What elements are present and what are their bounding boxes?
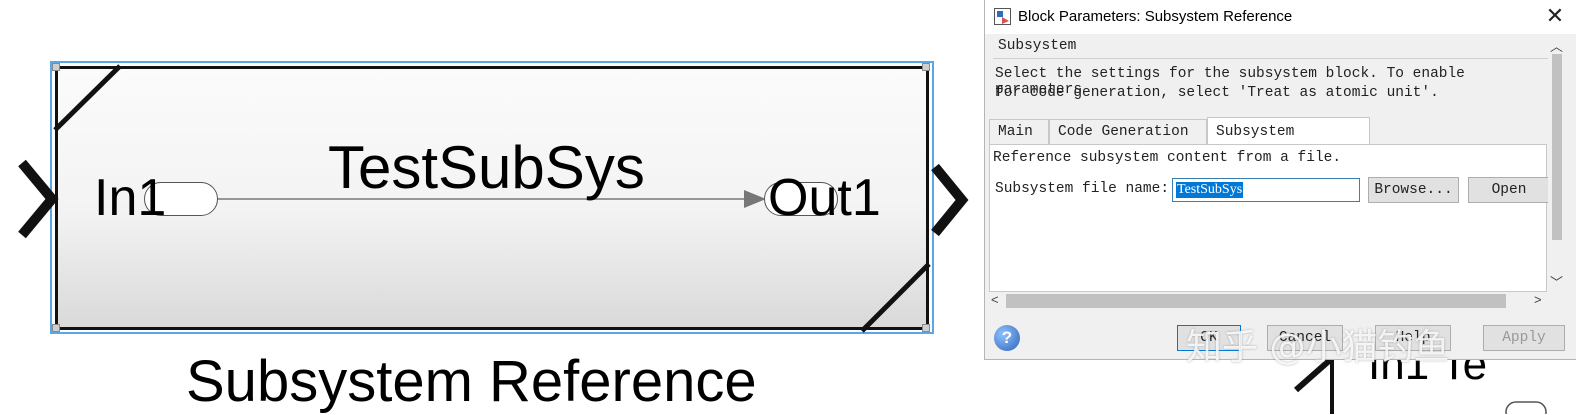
block-caption[interactable]: Subsystem Reference (186, 349, 757, 414)
ok-button[interactable]: OK (1177, 325, 1241, 351)
file-name-value: TestSubSys (1176, 182, 1244, 198)
outport-block[interactable] (764, 182, 838, 216)
dialog-titlebar[interactable]: Block Parameters: Subsystem Reference ✕ (985, 0, 1576, 34)
description-box: Select the settings for the subsystem bl… (993, 58, 1549, 109)
resize-handle-tl[interactable] (52, 63, 60, 71)
apply-button[interactable]: Apply (1483, 325, 1565, 351)
tab-code-generation[interactable]: Code Generation (1049, 119, 1207, 144)
resize-handle-bl[interactable] (52, 324, 60, 332)
description-line-2: for code generation, select 'Treat as at… (995, 85, 1439, 101)
scroll-left-icon[interactable]: < (991, 292, 999, 307)
outport-label: Out1 (768, 169, 881, 227)
vertical-scrollbar[interactable]: ︿ ﹀ (1548, 34, 1565, 292)
background-port-pill (1505, 401, 1547, 414)
vertical-scroll-thumb[interactable] (1552, 54, 1562, 240)
watermark-text: 知乎 @小猫钓鱼 (1186, 327, 1450, 368)
inport-label: In1 (94, 169, 167, 227)
file-name-input[interactable]: TestSubSys (1172, 178, 1360, 202)
help-button[interactable]: Help (1375, 325, 1451, 351)
block-parameters-dialog: Block Parameters: Subsystem Reference ✕ … (984, 0, 1576, 360)
close-icon[interactable]: ✕ (1545, 3, 1565, 28)
scroll-up-icon[interactable]: ︿ (1550, 39, 1564, 54)
reference-description: Reference subsystem content from a file. (993, 150, 1342, 166)
description-line-1: Select the settings for the subsystem bl… (995, 66, 1465, 98)
input-port-chevron[interactable] (18, 159, 59, 239)
dialog-title: Block Parameters: Subsystem Reference (1018, 8, 1293, 25)
signal-arrowhead (744, 190, 766, 208)
group-title: Subsystem (998, 38, 1077, 54)
horizontal-scrollbar[interactable]: < > (989, 292, 1547, 310)
background-block-chevron (1294, 357, 1332, 393)
block-title: TestSubSys (328, 134, 645, 201)
tab-subsystem-reference[interactable]: Subsystem Reference (1207, 117, 1370, 168)
help-icon[interactable]: ? (994, 325, 1020, 351)
output-port-chevron[interactable] (931, 163, 969, 237)
resize-handle-tr[interactable] (922, 63, 930, 71)
scroll-down-icon[interactable]: ﹀ (1550, 275, 1564, 290)
block-parameters-icon (994, 8, 1011, 25)
horizontal-scroll-thumb[interactable] (1006, 294, 1506, 308)
reference-corner-mark-top (53, 64, 122, 132)
reference-corner-mark-bottom (860, 262, 931, 333)
inport-block[interactable] (144, 182, 218, 216)
tab-main[interactable]: Main (989, 119, 1049, 144)
scroll-right-icon[interactable]: > (1534, 292, 1542, 307)
resize-handle-br[interactable] (922, 324, 930, 332)
browse-button[interactable]: Browse... (1368, 177, 1459, 203)
open-button[interactable]: Open (1468, 177, 1550, 203)
cancel-button[interactable]: Cancel (1267, 325, 1343, 351)
tab-panel: Reference subsystem content from a file.… (989, 144, 1550, 292)
file-name-label: Subsystem file name: (995, 181, 1170, 197)
